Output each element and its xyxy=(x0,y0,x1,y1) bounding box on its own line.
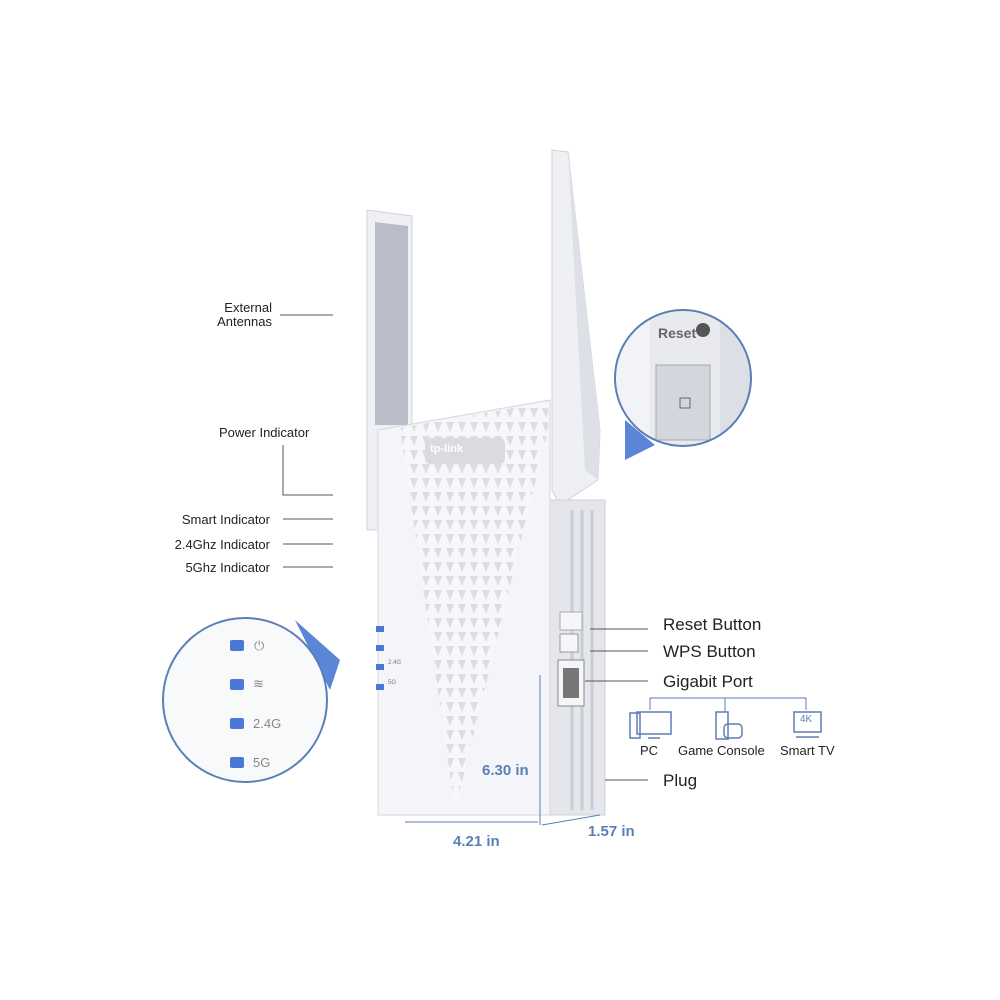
tv-4k-badge: 4K xyxy=(800,714,813,725)
game-console-icon xyxy=(715,711,743,740)
callout-wps-button: WPS Button xyxy=(663,642,756,661)
led-label-5: 5G xyxy=(388,680,397,686)
brand-logo: tp-link xyxy=(430,443,463,455)
reset-label: Reset xyxy=(658,325,697,341)
dimension-depth: 1.57 in xyxy=(588,823,635,840)
device-label-pc: PC xyxy=(640,743,659,758)
power-icon: ⏻ xyxy=(254,638,265,653)
device-label-game-console: Game Console xyxy=(678,743,765,758)
callout-5-indicator: 5Ghz Indicator xyxy=(185,560,270,575)
smart-tv-icon xyxy=(793,711,822,738)
zoom-led-24: 2.4G xyxy=(253,716,282,731)
led-label-24: 2.4G xyxy=(388,660,402,666)
callout-24-indicator: 2.4Ghz Indicator xyxy=(174,537,270,552)
callout-power-indicator: Power Indicator xyxy=(219,425,310,440)
dimension-width: 4.21 in xyxy=(453,833,500,850)
wifi-icon: ≋ xyxy=(253,676,264,691)
zoom-led-5: 5G xyxy=(253,755,271,770)
dimension-height: 6.30 in xyxy=(482,762,529,779)
callout-smart-indicator: Smart Indicator xyxy=(181,512,270,527)
pc-icon xyxy=(629,711,672,739)
callout-plug: Plug xyxy=(663,771,698,790)
callout-reset-button: Reset Button xyxy=(663,615,762,634)
callout-gigabit-port: Gigabit Port xyxy=(663,672,753,691)
device-label-smart-tv: Smart TV xyxy=(780,743,835,758)
